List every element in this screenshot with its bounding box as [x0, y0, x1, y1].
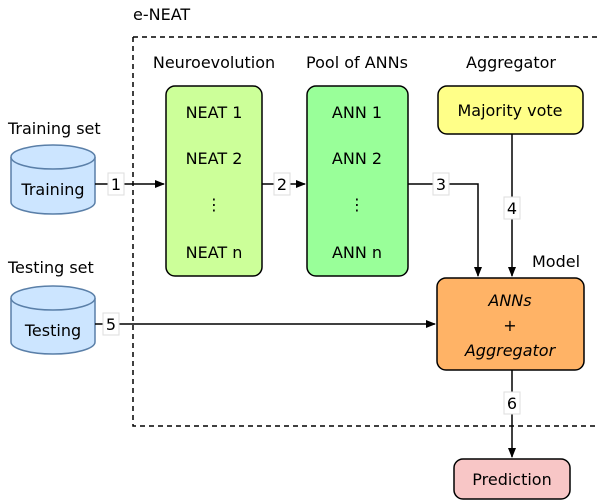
step-label: 4	[507, 199, 517, 218]
testing-database-icon	[10, 285, 96, 355]
step-label: 5	[106, 315, 116, 334]
diagram-title: e-NEAT	[133, 5, 190, 24]
model-line: Aggregator	[464, 341, 557, 360]
testing-set-caption: Testing set	[7, 258, 94, 277]
ann-item: ANN n	[332, 243, 382, 262]
neuroevolution-header: Neuroevolution	[153, 53, 275, 72]
step-label-bg	[503, 196, 521, 220]
neat-item: ⋮	[206, 195, 222, 214]
step-label-bg	[107, 172, 125, 196]
model-caption: Model	[532, 252, 580, 271]
training-label: Training	[20, 180, 84, 199]
arrow-anns-to-model	[408, 183, 482, 277]
ann-item: ANN 1	[332, 103, 382, 122]
neat-item: NEAT 2	[186, 149, 243, 168]
ann-item: ANN 2	[332, 149, 382, 168]
majority-vote-box	[437, 85, 584, 135]
pool-of-anns-header: Pool of ANNs	[306, 53, 408, 72]
step-label: 1	[111, 175, 121, 194]
step-label-bg	[432, 172, 450, 196]
neat-item: NEAT 1	[186, 103, 243, 122]
step-label: 6	[507, 394, 517, 413]
model-line: ANNs	[487, 291, 531, 310]
training-set-caption: Training set	[7, 119, 101, 138]
step-label-bg	[273, 172, 291, 196]
ann-item: ⋮	[349, 195, 365, 214]
step-label: 3	[436, 175, 446, 194]
e-neat-boundary	[132, 36, 597, 427]
ann-pool-box	[306, 85, 409, 277]
step-label-bg	[503, 391, 521, 415]
prediction-label: Prediction	[472, 470, 551, 489]
model-box	[436, 277, 585, 371]
training-database-icon	[10, 144, 96, 215]
testing-label: Testing	[24, 321, 81, 340]
majority-vote-label: Majority vote	[457, 101, 562, 120]
prediction-box	[453, 458, 571, 500]
model-line: +	[503, 316, 516, 335]
neat-item: NEAT n	[186, 243, 243, 262]
neat-box	[165, 85, 263, 277]
step-label: 2	[277, 175, 287, 194]
aggregator-header: Aggregator	[466, 53, 556, 72]
step-label-bg	[102, 312, 120, 336]
